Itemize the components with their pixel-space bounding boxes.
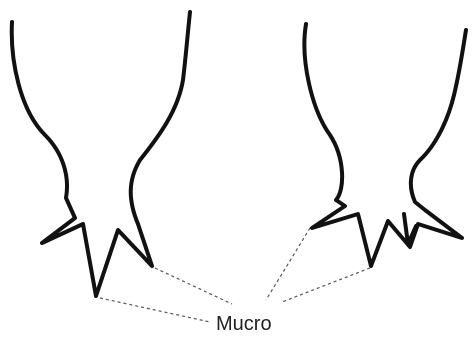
leader-line-right-lower bbox=[282, 268, 370, 302]
leader-line-right-upper bbox=[266, 228, 310, 300]
right-appendage-outline bbox=[304, 24, 466, 266]
leader-line-left-tip bbox=[100, 298, 210, 322]
left-appendage-outline bbox=[12, 12, 190, 296]
mucro-label: Mucro bbox=[216, 313, 272, 335]
leader-line-left-side bbox=[155, 268, 232, 304]
